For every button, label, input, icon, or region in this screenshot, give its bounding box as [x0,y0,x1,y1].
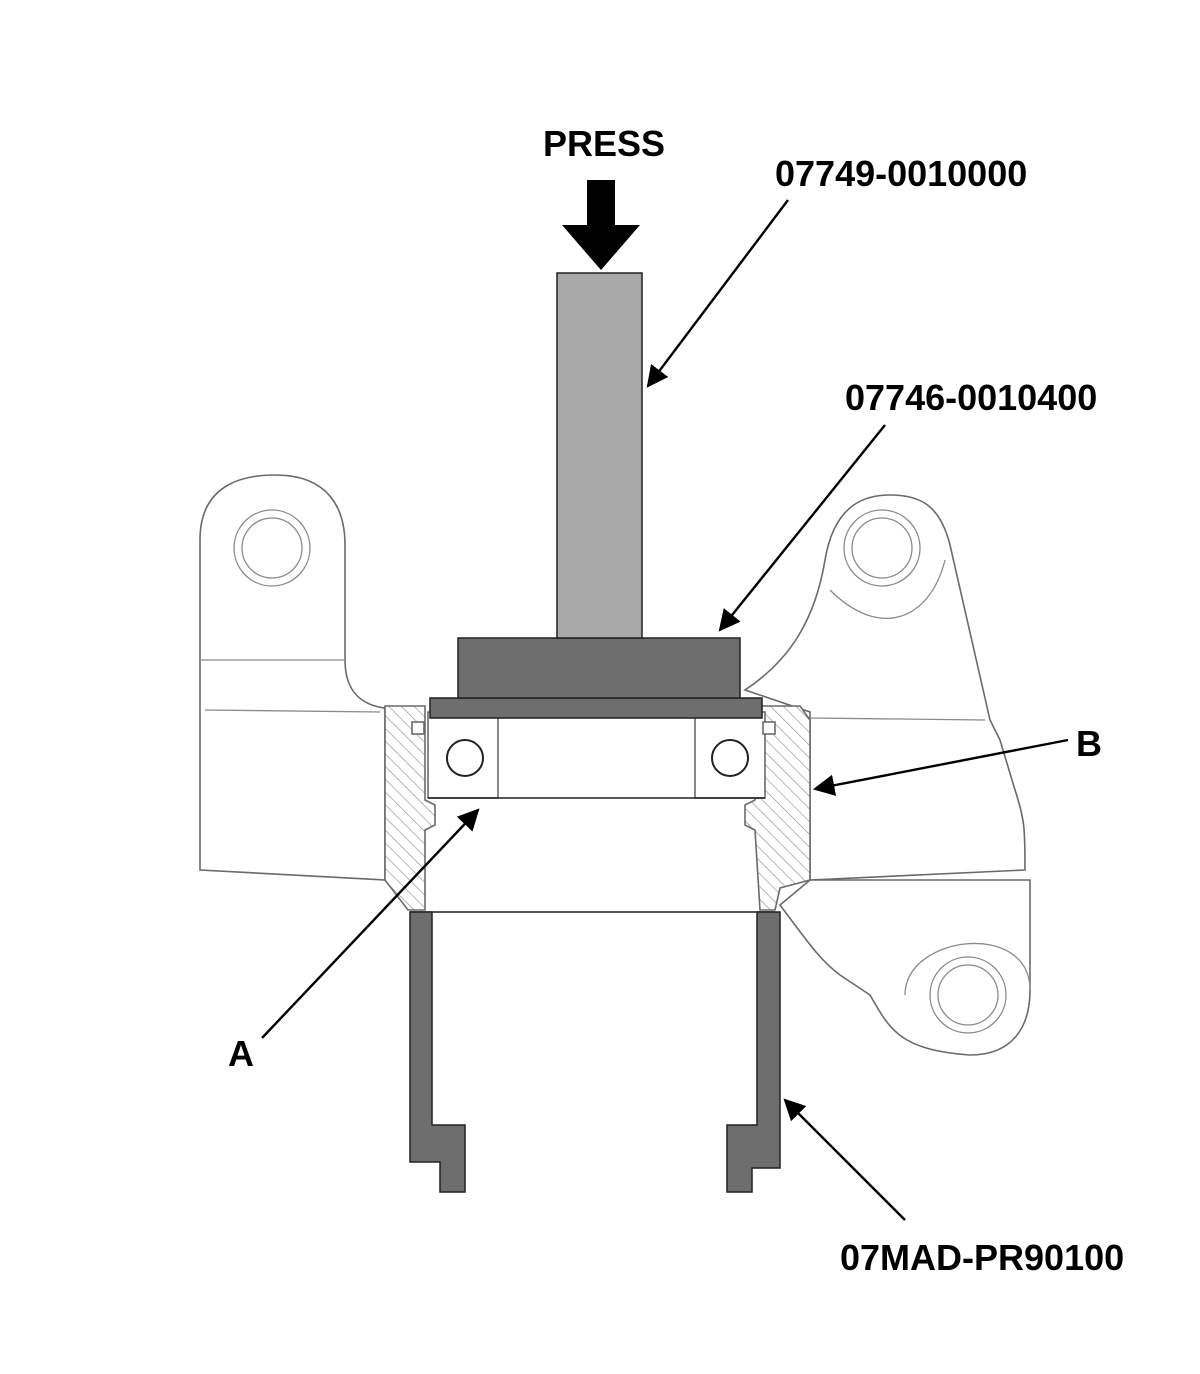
wheel-bearing [410,711,776,913]
support-tool-07MAD-PR90100 [409,911,781,1193]
knuckle-right-upper-bolt-hole [843,509,921,587]
leader-attachment [718,424,886,632]
attachment-tool-07746-0010400 [429,637,763,719]
attachment-part-number: 07746-0010400 [845,377,1097,418]
knuckle-right-lower-ear [778,879,1031,1056]
leader-support-tool [783,1098,906,1221]
press-label: PRESS [543,123,665,164]
leader-knuckle-b [812,738,1069,796]
driver-handle-part-number: 07749-0010000 [775,153,1027,194]
bearing-ball-left [446,739,484,777]
driver-handle-shaft [556,272,643,639]
attachment-upper-block [457,637,741,699]
attachment-lower-plate [429,697,763,719]
knuckle-left-ear [199,474,386,881]
bearing-label-a: A [228,1033,254,1074]
bearing-ball-right [711,739,749,777]
press-direction-arrow [562,180,640,270]
leader-bearing-a [261,808,480,1039]
support-tool-part-number: 07MAD-PR90100 [840,1237,1124,1278]
support-tool-left-leg [409,911,466,1193]
leader-driver-handle [646,199,789,388]
knuckle-left-bolt-hole [233,509,311,587]
knuckle-label-b: B [1076,723,1102,764]
knuckle-right-lower-bolt-hole [929,956,1007,1034]
support-tool-right-leg [726,911,781,1193]
